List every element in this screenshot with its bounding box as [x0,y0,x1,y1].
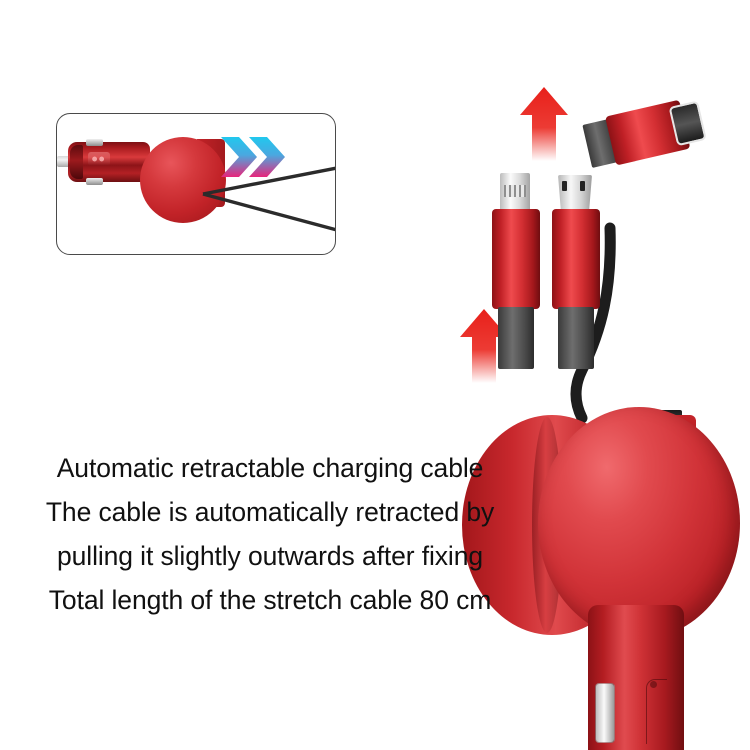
micro-usb-base [558,307,594,369]
usb-c-connector [581,90,712,177]
mini-retract-spool [140,137,226,223]
retract-demo-inset [56,113,336,255]
retractable-car-charger [440,85,740,750]
chevron-right-icons [221,137,285,177]
caption-line-2: The cable is automatically retracted by [45,497,495,527]
lightning-base [498,307,534,369]
lightning-contacts [504,185,526,197]
inset-cable-lines [202,166,335,232]
mini-charger-metal-tip [57,156,70,167]
caption-line-4: Total length of the stretch cable 80 cm [48,585,492,615]
spring-contact-clip [595,683,615,743]
plug-seam-dot [650,681,657,688]
spool-drum-face [538,407,740,639]
micro-usb-connector [548,173,604,373]
micro-usb-pin-left [562,181,567,191]
cable-lower [202,192,335,232]
chevron-icon-2 [249,137,285,177]
plug-seam-groove [646,679,667,744]
micro-usb-barrel [552,209,600,309]
lightning-connector [488,173,544,373]
pull-up-arrow-left [460,309,508,383]
caption-block: Automatic retractable charging cable The… [0,446,540,622]
caption-line-3: pulling it slightly outwards after fixin… [57,541,483,571]
micro-usb-pin-right [580,181,585,191]
cable-upper [202,166,335,196]
lightning-blade [500,173,530,211]
mini-contact-clip-top [86,139,103,146]
mini-usb-port-marking [88,152,110,166]
chevron-icon-1 [221,137,257,177]
pull-up-arrow-right [520,87,568,161]
lightning-barrel [492,209,540,309]
mini-contact-clip-bottom [86,178,103,185]
micro-usb-blade [558,175,592,209]
caption-line-1: Automatic retractable charging cable [56,453,484,483]
